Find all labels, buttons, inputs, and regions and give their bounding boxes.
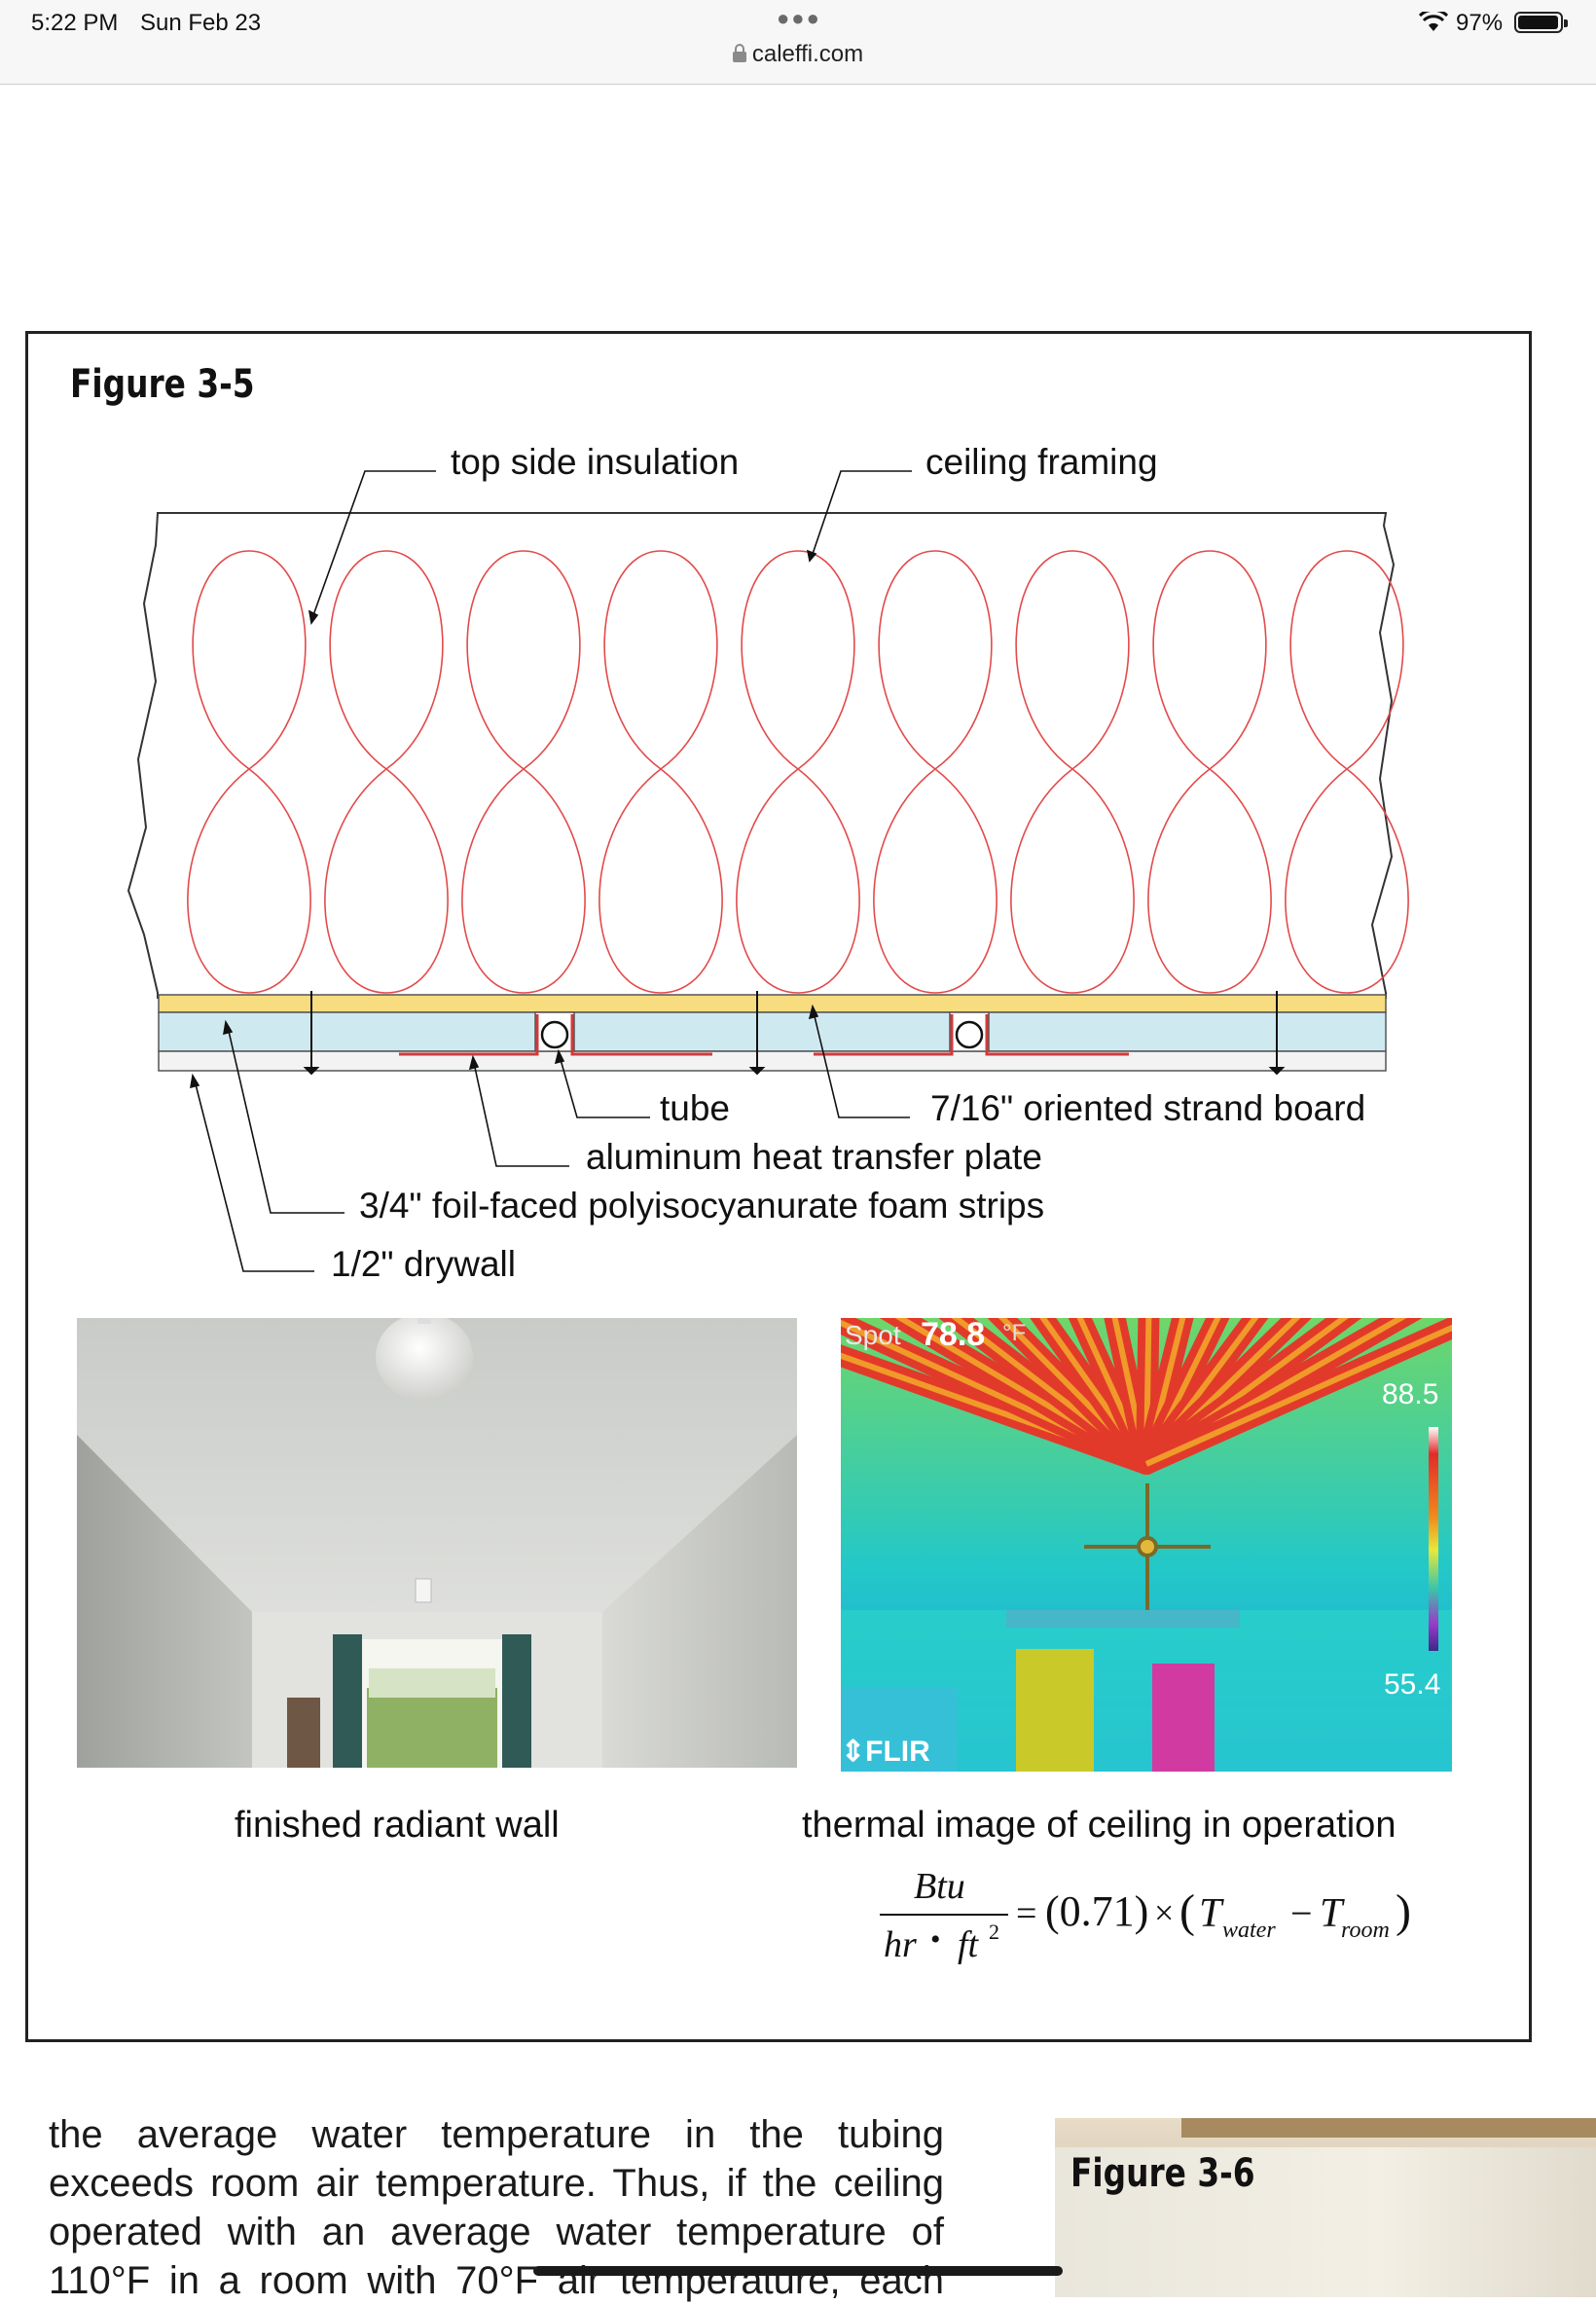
eq-minus: − <box>1290 1891 1313 1935</box>
color-scale <box>1429 1427 1438 1651</box>
flir-logo: ⇕FLIR <box>841 1736 930 1768</box>
thermal-ray-core <box>951 1318 1148 1467</box>
ceiling-framing-outline <box>127 512 1396 999</box>
insulation-loop <box>873 550 998 994</box>
insulation-loop <box>324 550 449 994</box>
status-time: 5:22 PM <box>31 10 119 36</box>
insulation-loop <box>1147 550 1272 994</box>
eq-equals: = <box>1016 1893 1037 1934</box>
label-osb: 7/16" oriented strand board <box>930 1088 1366 1128</box>
spot-unit: °F <box>1002 1320 1027 1346</box>
body-paragraph: the average water temperature in the tub… <box>49 2110 944 2305</box>
insulation-loop <box>187 550 311 994</box>
eq-open-paren: ( <box>1179 1885 1195 1937</box>
tube-1 <box>540 1020 569 1049</box>
scale-max: 88.5 <box>1382 1378 1439 1410</box>
eq-t-room: T <box>1320 1891 1343 1936</box>
body-line-3: operated with an average water temperatu… <box>49 2211 944 2253</box>
tube-2 <box>955 1020 984 1049</box>
eq-t-room-sub: room <box>1341 1918 1390 1943</box>
eq-times: × <box>1154 1893 1175 1932</box>
address-bar[interactable]: caleffi.com <box>0 41 1596 68</box>
aluminum-plate-1 <box>399 1014 712 1056</box>
thermal-ray-core <box>998 1318 1149 1467</box>
next-figure-title: Figure 3-6 <box>1070 2151 1255 2196</box>
thermal-ray-core <box>1039 1318 1149 1466</box>
insulation-loop <box>461 550 586 994</box>
home-indicator[interactable] <box>533 2266 1063 2276</box>
insulation-loop <box>598 550 723 994</box>
scale-min: 55.4 <box>1384 1668 1441 1701</box>
body-line-1: the average water temperature in the tub… <box>49 2113 944 2156</box>
battery-percent: 97% <box>1456 10 1504 36</box>
eq-close-paren: ) <box>1396 1885 1411 1937</box>
leader-lines <box>190 470 912 1272</box>
label-ceiling-framing: ceiling framing <box>925 442 1158 482</box>
ceiling-section-diagram <box>127 470 1409 1272</box>
eq-t-water: T <box>1199 1891 1222 1936</box>
label-plate: aluminum heat transfer plate <box>586 1137 1042 1177</box>
label-foam: 3/4" foil-faced polyisocyanurate foam st… <box>359 1186 1045 1226</box>
figure-frame <box>25 331 1532 2042</box>
figure-3-6-photo <box>1055 2118 1596 2297</box>
caption-finished-wall: finished radiant wall <box>235 1805 560 1846</box>
body-line-4: 110°F in a room with 70°F air temperatur… <box>49 2259 944 2302</box>
wifi-icon <box>1419 12 1448 31</box>
status-bar: 5:22 PM Sun Feb 23 ●●● caleffi.com 97% <box>0 0 1596 85</box>
thermal-ray-core <box>1143 1318 1186 1465</box>
battery-fill <box>1518 16 1558 29</box>
label-tube: tube <box>660 1088 731 1128</box>
thermal-ray-core <box>1143 1318 1152 1465</box>
thermal-ray-core <box>1143 1318 1259 1466</box>
lock-icon <box>732 44 746 62</box>
label-top-insulation: top side insulation <box>451 442 740 482</box>
spot-label: Spot <box>845 1320 901 1350</box>
battery-icon <box>1514 12 1568 33</box>
foam-layer <box>158 1011 1387 1052</box>
label-drywall: 1/2" drywall <box>331 1244 516 1284</box>
body-line-2: exceeds room air temperature. Thus, if t… <box>49 2162 944 2205</box>
eq-fraction-bar <box>880 1914 1008 1916</box>
insulation-loop <box>1010 550 1135 994</box>
finished-wall-photo <box>77 1318 797 1768</box>
eq-den-b: ft <box>958 1924 979 1965</box>
multitasking-dots-icon[interactable]: ●●● <box>777 6 821 30</box>
eq-numerator: Btu <box>914 1866 965 1907</box>
aluminum-plate-2 <box>814 1014 1129 1056</box>
eq-coefficient: (0.71) <box>1045 1887 1149 1935</box>
osb-layer <box>158 994 1387 1013</box>
insulation-loop <box>1285 550 1409 994</box>
thermal-ray-core <box>1076 1318 1149 1466</box>
thermal-ray-core <box>1143 1318 1221 1466</box>
thermal-ray-core <box>1144 1324 1452 1467</box>
url-text: caleffi.com <box>751 41 864 67</box>
eq-t-water-sub: water <box>1222 1918 1276 1943</box>
status-date: Sun Feb 23 <box>140 10 262 36</box>
thermal-rays <box>841 1318 1452 1475</box>
spot-crosshair <box>1084 1483 1211 1610</box>
thermal-ray-core <box>1111 1318 1149 1465</box>
figure-title: Figure 3-5 <box>70 362 255 407</box>
insulation-loops <box>187 550 1409 994</box>
caption-thermal: thermal image of ceiling in operation <box>802 1805 1396 1846</box>
spot-value: 78.8 <box>921 1318 986 1353</box>
insulation-loop <box>736 550 860 994</box>
screws <box>303 991 1286 1076</box>
drywall-layer <box>158 1050 1387 1072</box>
eq-den-exp: 2 <box>989 1920 999 1944</box>
thermal-image: Spot 78.8 °F 88.5 55.4 ⇕FLIR <box>841 1318 1452 1772</box>
eq-den-a: hr <box>884 1924 917 1965</box>
eq-bullet: • <box>930 1923 941 1956</box>
